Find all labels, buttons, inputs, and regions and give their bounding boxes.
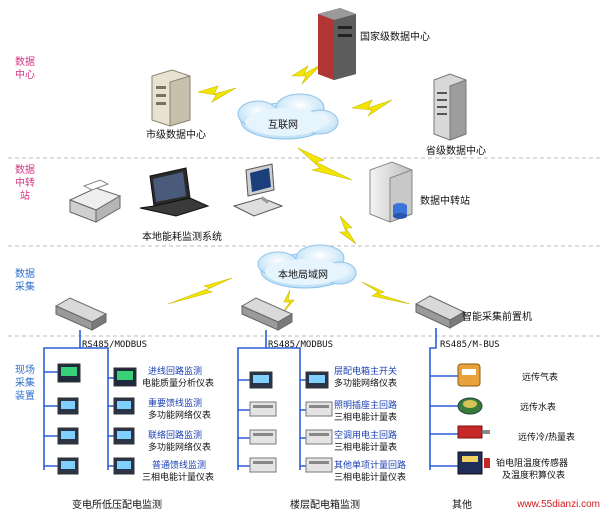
switch-left-icon — [54, 297, 108, 331]
right-devices — [457, 363, 490, 475]
mid-item-3-desc: 三相电能计量表 — [334, 443, 398, 453]
left-item-4-desc: 三相电能计量仪表 — [142, 473, 215, 483]
bus-left-main-a — [43, 330, 81, 470]
left-item-4-title: 普通馈线监测 — [152, 461, 207, 471]
bolt-city-internet — [197, 85, 237, 103]
front-end-label: 智能采集前置机 — [462, 312, 532, 323]
side-label-center: 数据中心 — [15, 57, 35, 81]
local-system-label: 本地能耗监测系统 — [142, 232, 222, 243]
national-label: 国家级数据中心 — [360, 32, 430, 43]
city-label: 市级数据中心 — [146, 130, 206, 141]
gas-meter-icon — [457, 363, 481, 387]
water-meter-icon — [457, 397, 483, 415]
lan-cloud — [257, 244, 357, 289]
right-item-4-desc: 及温度积算仪表 — [502, 471, 566, 481]
bolt-national-internet — [290, 63, 323, 85]
mid-item-3-title: 空调用电主回路 — [334, 431, 398, 441]
city-server-icon — [151, 69, 191, 127]
right-group-caption: 其他 — [452, 500, 472, 511]
internet-cloud — [237, 93, 339, 140]
left-item-1-title: 进线回路监测 — [148, 367, 203, 377]
bus-mid-main-b — [266, 347, 301, 470]
relay-label: 数据中转站 — [420, 196, 470, 207]
left-item-3-title: 联络回路监测 — [148, 431, 203, 441]
province-server-icon — [433, 73, 467, 141]
bolt-relay-lan — [339, 215, 357, 245]
province-label: 省级数据中心 — [426, 146, 486, 157]
bus-mid-branch-a — [238, 379, 250, 467]
left-item-3-desc: 多功能网络仪表 — [148, 443, 212, 453]
watermark: www.55dianzi.com — [517, 499, 600, 510]
temperature-sensor-icon — [457, 451, 490, 475]
national-server-icon — [318, 8, 356, 80]
left-group-caption: 变电所低压配电监测 — [72, 500, 162, 511]
side-label-field: 现场采集装置 — [15, 365, 35, 402]
switch-mid-icon — [240, 297, 294, 331]
left-item-1-desc: 电能质量分析仪表 — [142, 379, 215, 389]
side-label-collect: 数据采集 — [15, 269, 35, 293]
printer-icon — [68, 179, 122, 223]
right-item-4-title: 铂电阻温度传感器 — [496, 459, 569, 469]
bolt-lan-left — [167, 277, 233, 305]
mid-item-1-desc: 多功能网络仪表 — [334, 379, 398, 389]
bus-right-branch — [430, 375, 458, 467]
bolt-internet-relay — [297, 147, 353, 181]
bus-left-branch-a — [44, 371, 58, 467]
mid-item-2-desc: 三相电能计量表 — [334, 413, 398, 423]
mid-item-4-title: 其他单项计量回路 — [334, 461, 407, 471]
mid-item-1-title: 层配电箱主开关 — [334, 367, 398, 377]
mid-item-4-desc: 三相电能计量仪表 — [334, 473, 407, 483]
bus-left-main-b — [80, 347, 109, 470]
right-item-2-title: 远传水表 — [520, 403, 557, 413]
internet-label: 互联网 — [268, 120, 298, 131]
bus-mid-label: RS485/MODBUS — [268, 340, 334, 350]
right-item-1-title: 远传气表 — [522, 373, 559, 383]
left-item-2-title: 重要馈线监测 — [148, 399, 203, 409]
relay-server-icon — [369, 161, 413, 223]
bus-mid-main-a — [237, 330, 267, 470]
desktop-icon — [232, 163, 284, 217]
bus-right-label: RS485/M-BUS — [440, 340, 500, 350]
mid-group-caption: 楼层配电箱监测 — [290, 500, 360, 511]
bus-mid-branch-b — [300, 379, 306, 467]
bolt-province-internet — [351, 99, 393, 117]
mid-item-2-title: 照明插座主回路 — [334, 401, 398, 411]
bolt-lan-right — [361, 281, 411, 305]
laptop-icon — [139, 167, 210, 217]
meters-left — [57, 363, 137, 475]
section-dividers — [8, 157, 600, 337]
bus-left-label: RS485/MODBUS — [82, 340, 148, 350]
bus-left-branch-b — [108, 377, 114, 467]
side-label-relay: 数据中转站 — [15, 165, 35, 202]
switch-right-icon — [414, 295, 466, 329]
lan-label: 本地局域网 — [278, 270, 328, 281]
lightning-bolts — [167, 63, 411, 317]
right-item-3-title: 远传冷/热量表 — [518, 433, 576, 443]
bus-lines — [43, 328, 458, 470]
bus-right-main — [429, 328, 437, 470]
heat-meter-icon — [457, 425, 490, 439]
meters-mid — [249, 371, 333, 473]
left-item-2-desc: 多功能网络仪表 — [148, 411, 212, 421]
